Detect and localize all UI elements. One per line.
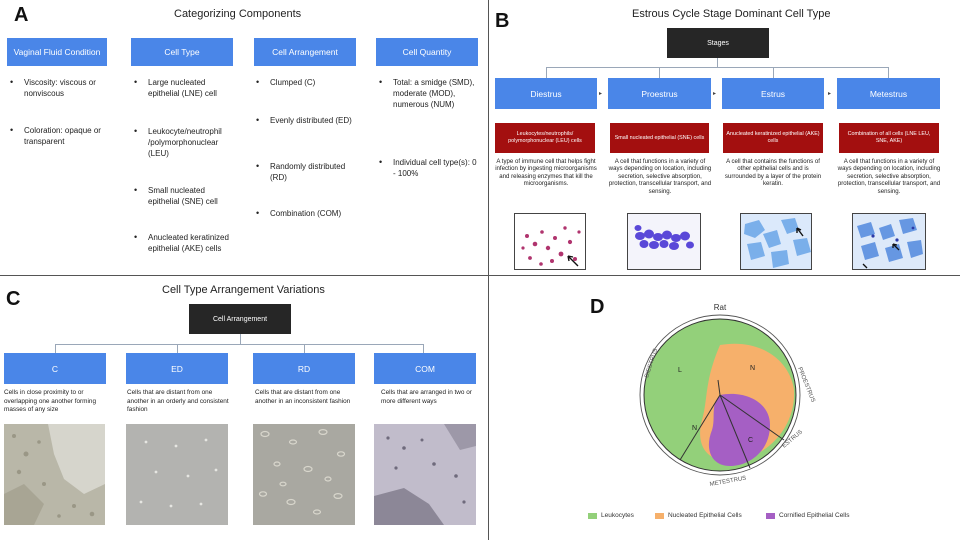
- micrograph-nucleated: [627, 213, 701, 270]
- cycle-title: Rat: [714, 303, 727, 312]
- legend-leukocytes: Leukocytes: [588, 512, 634, 519]
- connector-line: [546, 67, 547, 78]
- legend-swatch: [766, 512, 775, 519]
- description-com: Cells that are arranged in two or more d…: [381, 389, 472, 405]
- list-item: Individual cell type(s): 0 - 100%: [379, 157, 477, 179]
- cell-box-diestrus: Leukocytes/neutrophils/ polymorphonuclea…: [495, 123, 595, 153]
- description-estrus: A cell that contains the functions of ot…: [724, 158, 822, 188]
- description-ed: Cells that are distant from one another …: [127, 389, 229, 413]
- label-c: C: [748, 437, 753, 444]
- description-rd: Cells that are distant from one another …: [255, 389, 351, 405]
- list-item: Viscosity: viscous or nonviscous: [10, 77, 112, 99]
- label-l: L: [678, 367, 682, 374]
- micrograph-clumped: [4, 424, 105, 525]
- description-diestrus: A type of immune cell that helps fight i…: [495, 158, 597, 188]
- list-item: Leukocyte/neutrophil /polymorphonuclear …: [134, 126, 236, 159]
- panel-b-letter: B: [495, 10, 510, 32]
- cell-box-proestrus: Small nucleated epithelial (SNE) cells: [610, 123, 709, 153]
- connector-line: [659, 67, 660, 78]
- cell-arrangement-root-box: Cell Arrangement: [189, 304, 291, 334]
- stages-root-box: Stages: [667, 28, 769, 58]
- legend-label: Nucleated Epithelial Cells: [668, 512, 742, 519]
- arrow-right-icon: ▸: [828, 91, 832, 97]
- connector-line: [177, 344, 178, 353]
- legend-swatch: [655, 512, 664, 519]
- legend-label: Leukocytes: [601, 512, 634, 519]
- list-item: Randomly distributed (RD): [256, 161, 360, 183]
- description-proestrus: A cell that functions in a variety of wa…: [608, 158, 712, 195]
- panel-a-title: Categorizing Components: [174, 8, 302, 20]
- legend-label: Cornified Epithelial Cells: [779, 512, 850, 519]
- list-item: Evenly distributed (ED): [256, 115, 360, 126]
- header-vaginal-fluid-condition: Vaginal Fluid Condition: [7, 38, 107, 66]
- micrograph-combination: [852, 213, 926, 270]
- cycle-diagram: Rat L N N C DIESTRUS PROESTRUS ESTRUS ME…: [639, 303, 816, 488]
- stage-estrus: Estrus: [722, 78, 824, 109]
- connector-line: [240, 334, 241, 344]
- list-item: Small nucleated epithelial (SNE) cell: [134, 185, 236, 207]
- connector-line: [55, 344, 423, 345]
- list-item: Combination (COM): [256, 208, 360, 219]
- description-metestrus: A cell that functions in a variety of wa…: [837, 158, 941, 195]
- panel-c-letter: C: [6, 288, 21, 310]
- horizontal-divider: [0, 275, 960, 276]
- list-item: Total: a smidge (SMD), moderate (MOD), n…: [379, 77, 477, 110]
- legend-cornified: Cornified Epithelial Cells: [766, 512, 849, 519]
- legend-nucleated: Nucleated Epithelial Cells: [655, 512, 742, 519]
- list-item: Clumped (C): [256, 77, 360, 88]
- list-item: Large nucleated epithelial (LNE) cell: [134, 77, 236, 99]
- connector-line: [55, 344, 56, 353]
- label-n-bottom: N: [692, 425, 697, 432]
- panel-a-letter: A: [14, 4, 29, 26]
- panel-b-title: Estrous Cycle Stage Dominant Cell Type: [632, 8, 831, 20]
- connector-line: [773, 67, 774, 78]
- stage-diestrus: Diestrus: [495, 78, 597, 109]
- stage-proestrus: Proestrus: [608, 78, 711, 109]
- panel-d-letter: D: [590, 296, 605, 318]
- stage-metestrus: Metestrus: [837, 78, 940, 109]
- micrograph-combination-arrangement: [374, 424, 476, 525]
- panel-c-title: Cell Type Arrangement Variations: [162, 284, 325, 296]
- connector-line: [546, 67, 889, 68]
- header-cell-arrangement: Cell Arrangement: [254, 38, 356, 66]
- vertical-divider: [488, 0, 489, 540]
- cornified-region: [708, 393, 770, 466]
- micrograph-cornified: [740, 213, 812, 270]
- arrangement-com: COM: [374, 353, 476, 384]
- connector-line: [888, 67, 889, 78]
- arrangement-ed: ED: [126, 353, 228, 384]
- header-cell-quantity: Cell Quantity: [376, 38, 478, 66]
- arrangement-rd: RD: [253, 353, 355, 384]
- label-n-top: N: [750, 365, 755, 372]
- description-c: Cells in close proximity to or overlappi…: [4, 389, 97, 413]
- connector-line: [423, 344, 424, 353]
- connector-line: [717, 58, 718, 67]
- legend-swatch: [588, 512, 597, 519]
- arrow-right-icon: ▸: [599, 91, 603, 97]
- connector-line: [304, 344, 305, 353]
- micrograph-evenly-distributed: [126, 424, 228, 525]
- list-item: Coloration: opaque or transparent: [10, 125, 112, 147]
- arrangement-c: C: [4, 353, 106, 384]
- arc-label-metestrus: METESTRUS: [709, 476, 746, 488]
- micrograph-randomly-distributed: [253, 424, 355, 525]
- arrow-right-icon: ▸: [713, 91, 717, 97]
- cycle-arc: [639, 314, 801, 476]
- cell-box-estrus: Anucleated keratinized epithelial (AKE) …: [723, 123, 823, 153]
- list-item: Anucleated keratinized epithelial (AKE) …: [134, 232, 236, 254]
- cell-box-metestrus: Combination of all cells (LNE LEU, SNE, …: [839, 123, 939, 153]
- micrograph-leukocytes: [514, 213, 586, 270]
- header-cell-type: Cell Type: [131, 38, 233, 66]
